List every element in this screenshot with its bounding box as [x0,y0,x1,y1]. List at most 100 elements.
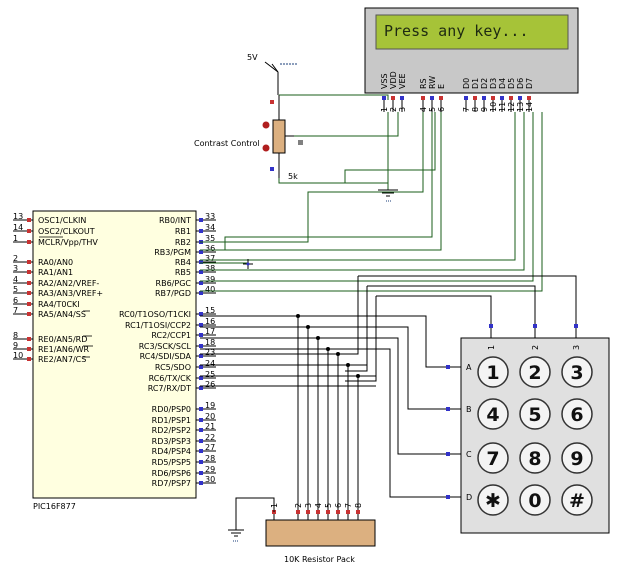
mcu-left-pin-name: RE2/AN7/CS [38,355,86,364]
mcu-right-pin-name: RC0/T1OSO/T1CKI [119,310,191,319]
lcd-pin-label: D0 [462,78,471,89]
mcu-left-pin-number: 4 [13,275,18,284]
mcu-right-pin-number: 15 [205,306,215,315]
mcu-right-pin-number: 40 [205,285,215,294]
mcu-right-pin-name: RD2/PSP2 [152,426,191,435]
mcu-left-pin-number: 6 [13,296,18,305]
lcd-pin-terminal [491,96,495,100]
lcd-pin-terminal [439,96,443,100]
mcu-right-pin-name: RC5/SDO [155,363,191,372]
mcu-left-pin-name: RA0/AN0 [38,258,73,267]
contrast-pot[interactable]: Contrast Control 5k [194,95,303,181]
lcd-pin-terminal [464,96,468,100]
keypad-row-label: C [466,450,472,459]
lcd-pin-label: D5 [507,78,516,89]
lcd-display-text: Press any key... [384,22,529,40]
mcu-right-pin-name: RB4 [175,258,191,267]
lcd-pin-label: D2 [480,78,489,89]
keypad-key[interactable] [477,484,509,516]
mcu-right-pin-name: RC3/SCK/SCL [139,342,192,351]
lcd-pin-label: RS [419,78,428,89]
mcu-right-pin-number: 23 [205,348,215,357]
mcu-left-pin-number: 3 [13,264,18,273]
keypad-key-label: 9 [570,448,583,470]
power-5v: 5V [247,53,298,104]
keypad-key[interactable] [519,442,551,474]
keypad-key-label: 1 [486,362,499,384]
lcd-pin-terminal [527,96,531,100]
lcd-pin-label: D3 [489,78,498,89]
lcd-pin-label: VSS [380,73,389,89]
mcu-right-pin-number: 24 [205,359,215,368]
mcu-right-pin-number: 37 [205,254,215,263]
keypad-key[interactable] [561,442,593,474]
lcd-pin-terminal [400,96,404,100]
keypad-row-label: A [466,363,472,372]
mcu-right-pin-number: 34 [205,223,215,232]
mcu-right-pin-name: RB1 [175,227,191,236]
rpack-label: 10K Resistor Pack [284,555,355,564]
keypad-key[interactable] [561,484,593,516]
keypad-key-label: ✱ [485,490,501,512]
mcu-left-pin-number: 5 [13,285,18,294]
keypad-key-label: # [569,490,585,512]
keypad-key[interactable] [477,398,509,430]
mcu-right-pin-name: RB3/PGM [154,248,191,257]
mcu-left-pin-number: 8 [13,331,18,340]
mcu-right-pin-number: 19 [205,401,215,410]
mcu-right-pin-number: 27 [205,443,215,452]
lcd-pin-terminal [482,96,486,100]
keypad-key[interactable] [561,356,593,388]
mcu-right-pin-number: 20 [205,412,215,421]
mcu-right-pin-name: RC1/T1OSI/CCP2 [125,321,191,330]
mcu-left-pin-number: 13 [13,212,23,221]
keypad-key[interactable] [561,398,593,430]
lcd-pin-label: D7 [525,78,534,89]
keypad-key[interactable] [519,356,551,388]
mcu-left-pin-name: RA5/AN4/SS [38,310,86,319]
mcu-right-pin-number: 35 [205,234,215,243]
mcu-right-pin-name: RB5 [175,268,191,277]
mcu-right-pin-name: RC7/RX/DT [148,384,191,393]
lcd-pin-label: D4 [498,78,507,89]
mcu-left-pin-name: RA3/AN3/VREF+ [38,289,103,298]
mcu-left-pin-number: 10 [13,351,23,360]
keypad-col-label: 1 [487,345,496,350]
mcu-right-pin-number: 29 [205,465,215,474]
mcu-right-pin-number: 22 [205,433,215,442]
keypad-key[interactable] [477,356,509,388]
mcu-right-pin-name: RC2/CCP1 [151,331,191,340]
lcd-pin-terminal [391,96,395,100]
mcu-left-pin-number: 7 [13,306,18,315]
mcu-right-pin-name: RD1/PSP1 [152,416,191,425]
lcd-pin-label: VDD [389,71,398,89]
mcu-right-pin-number: 26 [205,380,215,389]
keypad-wires [200,275,577,498]
mcu-right-pin-name: RD7/PSP7 [152,479,191,488]
mcu-right-pin-name: RB6/PGC [156,279,192,288]
lcd-pin-terminal [500,96,504,100]
lcd-module[interactable]: Press any key... VSS1VDD2VEE3RS4RW5E6D07… [364,7,579,112]
keypad-key[interactable] [477,442,509,474]
mcu-left-pin-name: RE1/AN6/WR [38,345,90,354]
keypad-key-label: 5 [528,404,541,426]
mcu-left-pin-number: 2 [13,254,18,263]
lcd-pin-terminal [509,96,513,100]
keypad-key[interactable] [519,484,551,516]
mcu-right-pin-name: RD3/PSP3 [152,437,191,446]
mcu-right-pin-number: 18 [205,338,215,347]
keypad-key-label: 0 [528,490,541,512]
mcu-right-pin-number: 36 [205,244,215,253]
mcu-left-pin-number: 1 [13,234,18,243]
keypad-key-label: 4 [486,404,499,426]
keypad-key-label: 7 [486,448,499,470]
keypad-key[interactable] [519,398,551,430]
mcu-left-pin-name: RA4/T0CKI [38,300,80,309]
keypad-key-label: 2 [528,362,541,384]
lcd-pin-terminal [518,96,522,100]
keypad-key-label: 3 [570,362,583,384]
